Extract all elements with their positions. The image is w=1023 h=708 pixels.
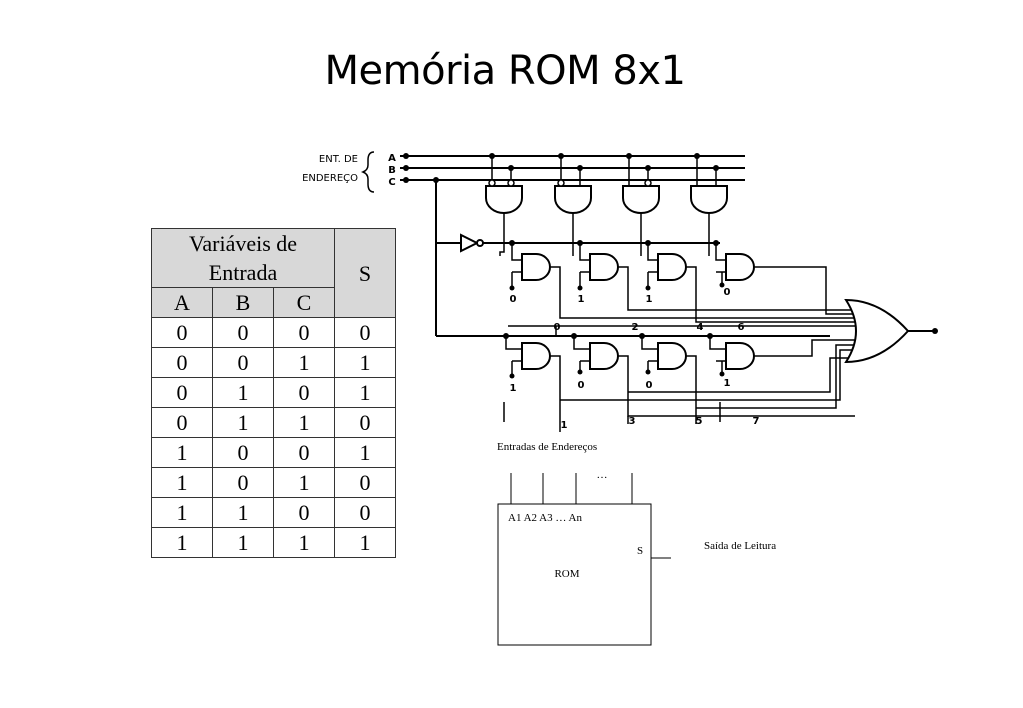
input-cell: 1	[151, 437, 213, 468]
and-gates-lower	[521, 342, 755, 370]
input-cell: 0	[151, 317, 213, 348]
address-pins	[510, 473, 633, 504]
input-cell: 0	[273, 377, 335, 408]
address-ellipsis: …	[597, 469, 608, 481]
input-cell: 0	[212, 347, 274, 378]
address-inputs-label: Entradas de Endereços	[497, 441, 597, 453]
output-cell: 1	[334, 347, 396, 378]
output-node	[932, 328, 938, 334]
input-label-line2: ENDEREÇO	[302, 173, 358, 184]
output-cell: 0	[334, 317, 396, 348]
rom-block	[497, 503, 652, 646]
input-cell: 1	[212, 527, 274, 558]
input-cell: 1	[151, 467, 213, 498]
lower-gate-3-input: 0	[646, 380, 653, 391]
input-b-label: B	[388, 165, 396, 176]
input-cell: 0	[273, 317, 335, 348]
input-variables-header: Variáveis de Entrada	[151, 228, 335, 288]
inverter	[435, 180, 830, 337]
input-cell: 1	[273, 527, 335, 558]
decoder-gates	[485, 185, 728, 214]
input-cell: 0	[151, 347, 213, 378]
input-brace	[360, 151, 375, 193]
input-cell: 1	[151, 527, 213, 558]
lower-gate-2-input: 0	[578, 380, 585, 391]
upper-gate-2-input: 1	[578, 294, 585, 305]
slide-title: Memória ROM 8x1	[324, 48, 686, 94]
input-cell: 1	[212, 407, 274, 438]
column-header-c: C	[273, 287, 335, 318]
input-a-label: A	[388, 153, 396, 164]
bus-label-2: 2	[632, 322, 639, 333]
output-header: S	[334, 228, 396, 318]
address-pin-labels: A1 A2 A3 … An	[508, 512, 582, 524]
or-gate	[844, 298, 910, 364]
upper-gate-1-input: 0	[510, 294, 517, 305]
read-output-label: Saída de Leitura	[704, 540, 776, 552]
lower-gate-1-input: 1	[510, 383, 517, 394]
output-pin-label: S	[637, 545, 643, 557]
input-cell: 1	[212, 497, 274, 528]
input-lines	[400, 155, 745, 181]
output-cell: 0	[334, 467, 396, 498]
bus-label-1: 1	[561, 420, 568, 431]
bus-label-4: 4	[697, 322, 704, 333]
input-cell: 1	[273, 347, 335, 378]
and-gates-upper	[521, 253, 755, 281]
input-cell: 0	[212, 317, 274, 348]
upper-gate-3-input: 1	[646, 294, 653, 305]
bus-label-3: 3	[629, 416, 636, 427]
input-cell: 0	[212, 467, 274, 498]
upper-gate-4-input: 0	[724, 287, 731, 298]
input-c-label: C	[388, 177, 395, 188]
lower-gate-4-input: 1	[724, 378, 731, 389]
input-label-line1: ENT. DE	[319, 154, 358, 165]
output-cell: 0	[334, 497, 396, 528]
bus-label-0: 0	[554, 322, 561, 333]
rom-label: ROM	[554, 568, 579, 580]
or-bus-wires	[503, 266, 860, 432]
bus-label-7: 7	[753, 416, 760, 427]
output-cell: 1	[334, 527, 396, 558]
bus-label-5: 5	[696, 416, 703, 427]
bus-label-6: 6	[738, 322, 745, 333]
